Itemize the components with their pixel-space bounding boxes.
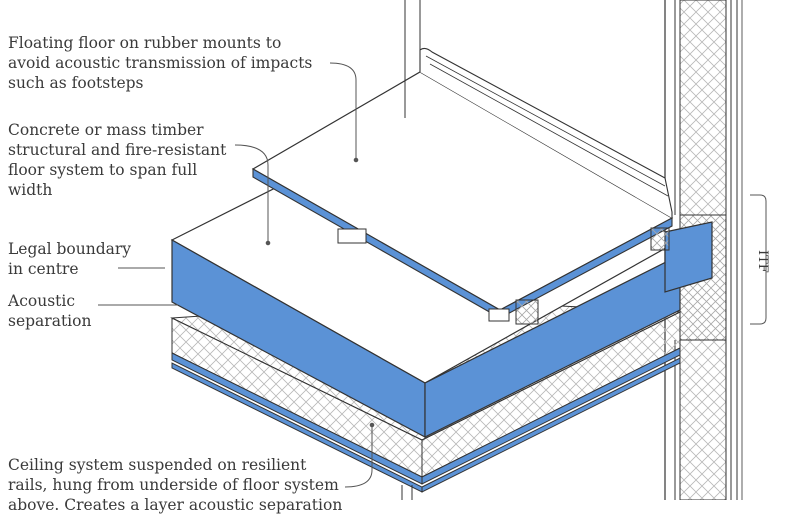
rubber-mount: [488, 308, 510, 322]
label-legal-boundary: Legal boundary in centre: [8, 240, 132, 278]
party-wall: [664, 0, 743, 500]
rubber-mount: [337, 228, 367, 244]
wall-insulation-upper: [679, 0, 727, 216]
label-structural-floor: Concrete or mass timber structural and f…: [8, 121, 227, 199]
leader-structural: [234, 144, 269, 243]
floating-floor: [251, 0, 674, 325]
leader-floating-floor: [329, 62, 357, 160]
leader-lines: [98, 62, 375, 488]
floor-batten: [650, 227, 670, 251]
leader-ceiling: [344, 425, 373, 488]
itf-dimension-bracket: [750, 194, 767, 325]
wall-insulation-lower: [679, 339, 727, 500]
itf-dimension-label: ITF: [755, 250, 770, 273]
label-floating-floor: Floating floor on rubber mounts to avoid…: [8, 34, 313, 92]
label-acoustic-separation: Acoustic separation: [8, 292, 92, 330]
ceiling-board-right-2: [421, 357, 681, 493]
ceiling-system: [170, 299, 682, 500]
floor-assembly-diagram: [98, 0, 767, 500]
slab-wall-projection: [664, 221, 713, 293]
slab-front-right: [424, 254, 681, 438]
floor-batten: [515, 299, 539, 325]
label-ceiling-system: Ceiling system suspended on resilient ra…: [8, 456, 343, 514]
ceiling-board-right: [421, 347, 681, 485]
